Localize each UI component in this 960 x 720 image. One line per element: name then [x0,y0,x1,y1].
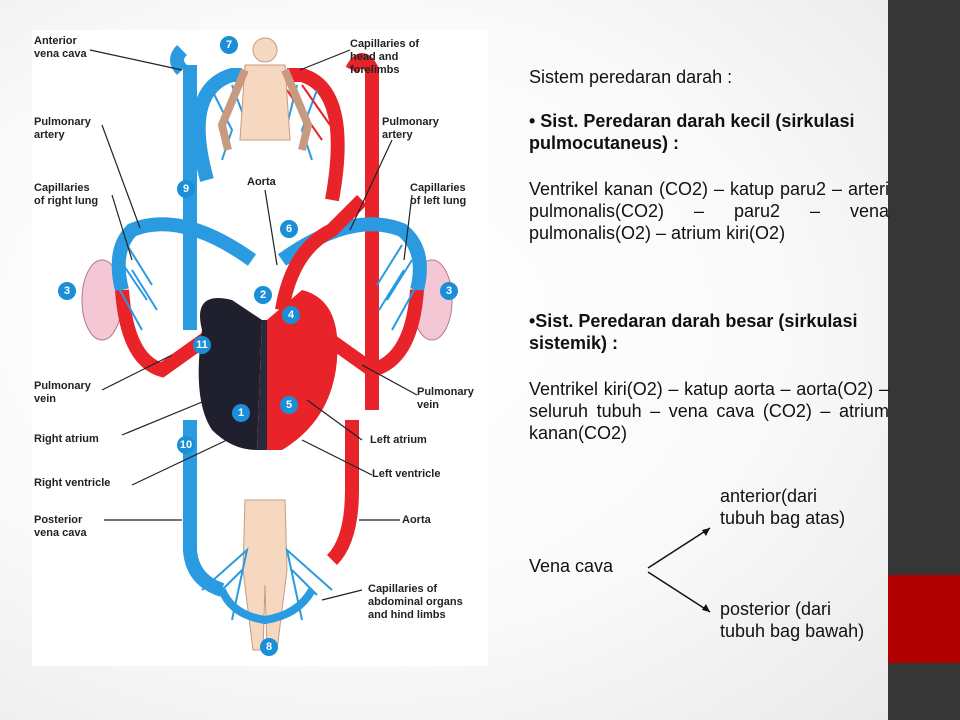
heart [198,290,338,450]
posterior-vena-cava-vessel [183,420,225,597]
anterior-vena-cava-l1: Anterior [34,35,77,47]
number-badge-4: 4 [282,306,300,324]
aorta-arch-vessel [275,195,367,312]
arrow-to-posterior [647,571,711,613]
pulmonary-vein-left-vessel [115,289,237,378]
branch-arrows [647,527,711,613]
number-badge-6: 6 [280,220,298,238]
number-badge-8: 8 [260,638,278,656]
label-left-atrium: Left atrium [370,434,427,446]
label-leader-lines [89,49,418,601]
number-badge-1: 1 [232,404,250,422]
small-circulation-body: Ventrikel kanan (CO2) – katup paru2 – ar… [529,179,889,243]
number-badge-3-right: 3 [440,282,458,300]
small-circulation-heading: • Sist. Peredaran darah kecil (sirkulasi… [529,111,855,153]
upper-body-figure [217,37,313,151]
label-aorta-top: Aorta [247,176,276,188]
slide-title: Sistem peredaran darah : [529,67,733,87]
number-badge-3-left: 3 [58,282,76,300]
number-badge-2: 2 [254,286,272,304]
big-circulation-body: Ventrikel kiri(O2) – katup aorta – aorta… [529,379,889,443]
anterior-text: anterior(dari tubuh bag atas) [720,486,846,528]
label-right-ventricle: Right ventricle [34,477,111,489]
number-badge-7: 7 [220,36,238,54]
aorta-descending-vessel [326,420,359,565]
label-left-ventricle: Left ventricle [372,468,441,480]
circulation-svg [81,37,453,651]
right-accent-block [888,575,960,663]
arrow-to-anterior [647,527,711,569]
vena-cava-text: Vena cava [529,556,614,576]
lower-body-figure [242,499,288,651]
anterior-vena-cava-l2: vena cava [34,48,87,60]
posterior-text: posterior (dari tubuh bag bawah) [720,599,865,641]
label-aorta-bottom: Aorta [402,514,431,526]
pulmonary-artery-left-vessel [111,217,257,292]
aorta-right-vessel [345,53,379,410]
number-badge-5: 5 [280,396,298,414]
big-circulation-heading: •Sist. Peredaran darah besar (sirkulasi … [529,311,858,353]
number-badge-9: 9 [177,180,195,198]
number-badge-10: 10 [177,436,195,454]
pulmonary-vein-right-vessel [297,289,424,378]
number-badge-11: 11 [193,336,211,354]
label-right-atrium: Right atrium [34,433,99,445]
